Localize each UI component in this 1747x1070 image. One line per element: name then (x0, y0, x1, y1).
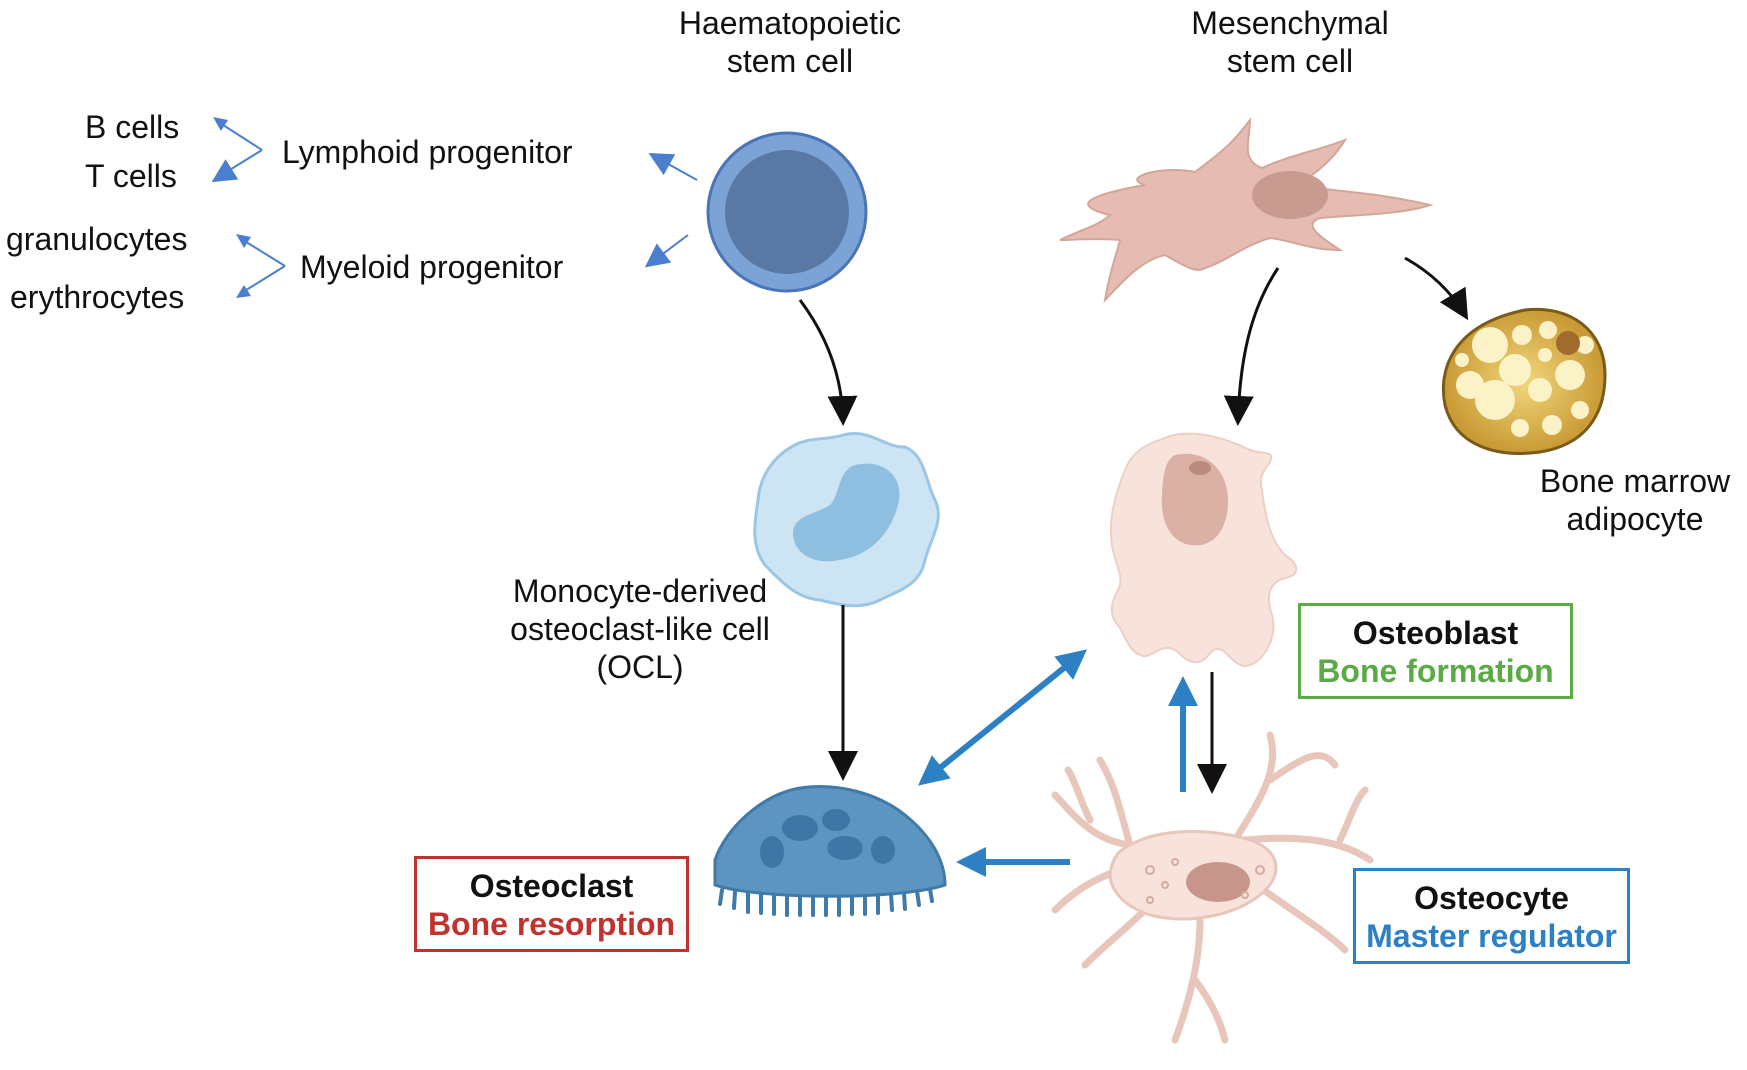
osteocyte-title: Osteocyte (1414, 880, 1569, 916)
hsc-label-line2: stem cell (726, 43, 854, 79)
osteocyte-subtitle: Master regulator (1366, 918, 1617, 954)
osteoclast-cell (713, 785, 947, 917)
b-cells-label: B cells (85, 109, 180, 145)
bracket-lymphoid (219, 122, 263, 177)
ocl-label: Monocyte-derived osteoclast-like cell (O… (490, 572, 790, 686)
osteoclast-box: Osteoclast Bone resorption (414, 856, 689, 952)
monocyte-cell (753, 432, 940, 608)
haematopoietic-stem-cell (706, 131, 868, 293)
adipocyte-label-line2: adipocyte (1566, 501, 1704, 537)
ocl-label-line2: osteoclast-like cell (510, 611, 770, 647)
hsc-label: Haematopoietic stem cell (640, 4, 940, 80)
mesenchymal-stem-cell (1059, 116, 1434, 303)
adipocyte-cell (1441, 307, 1607, 455)
lymphoid-progenitor-label: Lymphoid progenitor (282, 134, 573, 170)
msc-label-line1: Mesenchymal (1191, 5, 1389, 41)
arrow-hsc-to-monocyte (798, 299, 858, 426)
osteocyte-cell (1051, 731, 1374, 1044)
arrow-hsc-to-myeloid (644, 234, 689, 268)
osteoblast-subtitle: Bone formation (1317, 653, 1554, 689)
msc-label-line2: stem cell (1226, 43, 1354, 79)
osteoblast-cell (1109, 432, 1298, 667)
lineage-arrows (215, 122, 698, 293)
bracket-arrowheads (213, 117, 251, 298)
ocl-label-line3: (OCL) (596, 649, 684, 685)
arrow-osteoclast-osteoblast (917, 649, 1088, 786)
osteoclast-subtitle: Bone resorption (427, 906, 676, 942)
adipocyte-label: Bone marrow adipocyte (1525, 462, 1745, 538)
bracket-myeloid (242, 239, 286, 293)
adipocyte-label-line1: Bone marrow (1539, 463, 1731, 499)
arrow-hsc-to-lymphoid (648, 153, 698, 181)
arrow-msc-to-osteoblast (1223, 267, 1280, 426)
osteoblast-title: Osteoblast (1352, 615, 1519, 651)
blue-arrows (917, 649, 1198, 877)
granulocytes-label: granulocytes (6, 221, 188, 257)
osteoblast-box: Osteoblast Bone formation (1298, 603, 1573, 699)
msc-label: Mesenchymal stem cell (1140, 4, 1440, 80)
arrow-msc-to-adipocyte (1404, 256, 1469, 321)
t-cells-label: T cells (85, 158, 177, 194)
osteocyte-box: Osteocyte Master regulator (1353, 868, 1630, 964)
myeloid-progenitor-label: Myeloid progenitor (300, 249, 564, 285)
osteoclast-title: Osteoclast (469, 868, 634, 904)
erythrocytes-label: erythrocytes (10, 279, 185, 315)
ocl-label-line1: Monocyte-derived (512, 573, 768, 609)
black-arrows (798, 256, 1469, 794)
hsc-label-line1: Haematopoietic (678, 5, 902, 41)
